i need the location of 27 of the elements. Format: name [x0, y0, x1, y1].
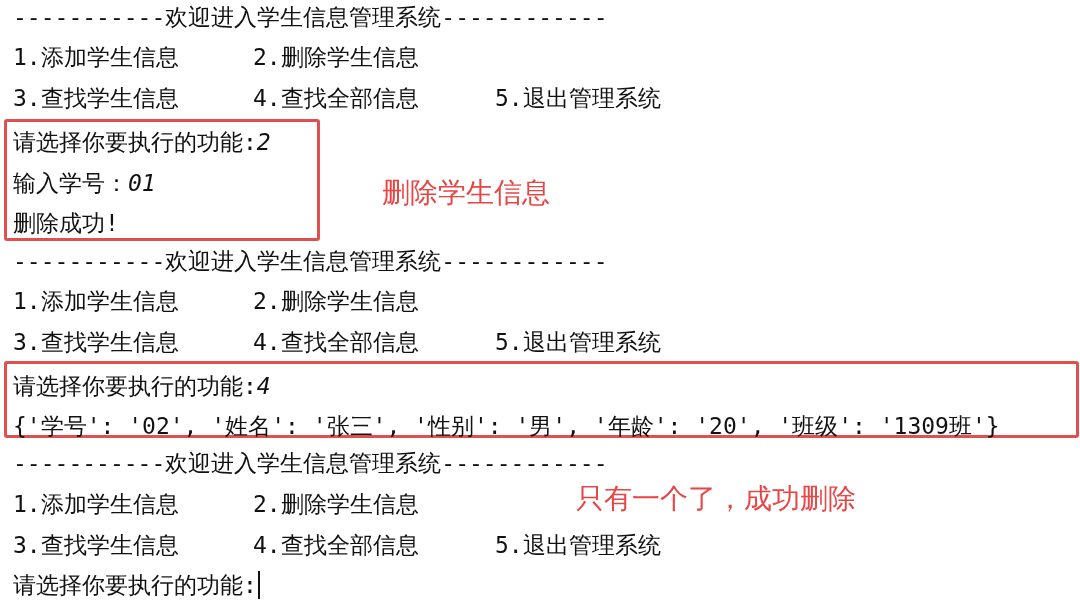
console-line: {'学号': '02', '姓名': '张三', '性别': '男', '年龄': '20', '班级': '1309班'}: [13, 412, 1000, 440]
console-line: 删除成功!: [13, 209, 119, 237]
console-line: 请选择你要执行的功能:: [13, 571, 257, 599]
console-line: 请选择你要执行的功能:4: [13, 372, 271, 400]
console-line: 输入学号：01: [13, 169, 156, 197]
menu-item: 3.查找学生信息: [13, 328, 179, 356]
console-header: -----------欢迎进入学生信息管理系统------------: [13, 449, 608, 477]
annotation-text: 删除学生信息: [382, 176, 550, 210]
menu-item: 4.查找全部信息: [253, 531, 419, 559]
menu-item: 3.查找学生信息: [13, 84, 179, 112]
menu-item: 4.查找全部信息: [253, 84, 419, 112]
highlight-box: [4, 119, 320, 241]
menu-item: 1.添加学生信息: [13, 490, 179, 518]
console-header: -----------欢迎进入学生信息管理系统------------: [13, 247, 608, 275]
menu-item: 2.删除学生信息: [253, 287, 419, 315]
menu-item: 2.删除学生信息: [253, 43, 419, 71]
menu-item: 5.退出管理系统: [495, 531, 661, 559]
menu-item: 3.查找学生信息: [13, 531, 179, 559]
menu-item: 5.退出管理系统: [495, 328, 661, 356]
menu-item: 1.添加学生信息: [13, 287, 179, 315]
menu-item: 2.删除学生信息: [253, 490, 419, 518]
console-line: 请选择你要执行的功能:2: [13, 128, 271, 156]
console-header: -----------欢迎进入学生信息管理系统------------: [13, 3, 608, 31]
annotation-text: 只有一个了，成功删除: [576, 482, 856, 516]
menu-item: 5.退出管理系统: [495, 84, 661, 112]
highlight-box: [4, 361, 1079, 438]
menu-item: 1.添加学生信息: [13, 43, 179, 71]
